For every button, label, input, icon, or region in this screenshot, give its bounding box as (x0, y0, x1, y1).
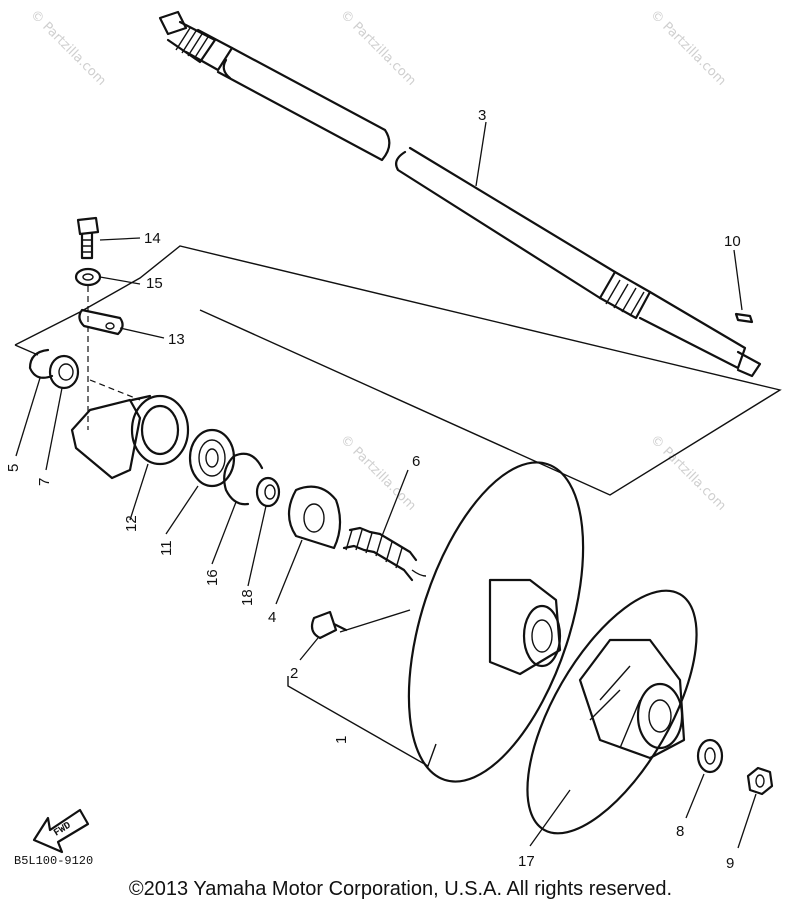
callout-6: 6 (412, 453, 420, 470)
watermark: © Partzilla.com (647, 7, 729, 89)
bearing-part (188, 428, 236, 488)
bracket-part1 (287, 676, 437, 768)
cam-part (287, 485, 342, 550)
callout-15: 15 (146, 275, 163, 292)
spring-part (342, 526, 427, 582)
plate-part (78, 308, 124, 336)
bearing-housing-part (70, 394, 190, 480)
callout-18: 18 (239, 589, 256, 606)
callout-14: 14 (144, 230, 161, 247)
callout-4: 4 (268, 609, 276, 626)
pin-part (310, 610, 348, 640)
callout-16: 16 (204, 569, 221, 586)
assembly-outline-segment (14, 344, 39, 356)
fwd-arrow-label: FWD (52, 821, 73, 840)
movable-sheave-part (526, 589, 698, 835)
watermark: © Partzilla.com (647, 432, 729, 514)
key-part (734, 312, 754, 324)
diagram-code: B5L100-9120 (14, 854, 93, 868)
washer-part (696, 738, 724, 774)
bolt-part (76, 216, 100, 260)
collar-part (48, 354, 80, 390)
fixed-sheave-part (407, 461, 585, 783)
callout-3: 3 (478, 107, 486, 124)
fwd-arrow-icon: FWD (32, 808, 90, 854)
callout-5: 5 (5, 464, 22, 472)
circlip-part (223, 452, 264, 506)
callout-2: 2 (290, 665, 298, 682)
callout-11: 11 (158, 540, 175, 556)
callout-8: 8 (676, 823, 684, 840)
leader-lines (15, 121, 757, 849)
drive-shaft (158, 10, 762, 378)
collar-part (255, 476, 281, 508)
nut-part (746, 766, 774, 796)
circlip-part (28, 348, 54, 379)
callout-12: 12 (123, 515, 140, 532)
pin-leader (339, 609, 411, 633)
copyright-notice: ©2013 Yamaha Motor Corporation, U.S.A. A… (128, 878, 673, 900)
callout-1: 1 (333, 736, 350, 744)
callout-10: 10 (724, 233, 741, 250)
callout-13: 13 (168, 331, 185, 348)
watermark: © Partzilla.com (27, 7, 109, 89)
washer-part (74, 267, 102, 287)
callout-17: 17 (518, 853, 535, 870)
callouts: 14 15 13 5 7 12 11 16 18 4 6 2 3 10 1 17… (5, 107, 741, 872)
callout-7: 7 (36, 478, 53, 486)
watermark: © Partzilla.com (337, 7, 419, 89)
callout-9: 9 (726, 855, 734, 872)
assembly-axis (89, 379, 141, 401)
